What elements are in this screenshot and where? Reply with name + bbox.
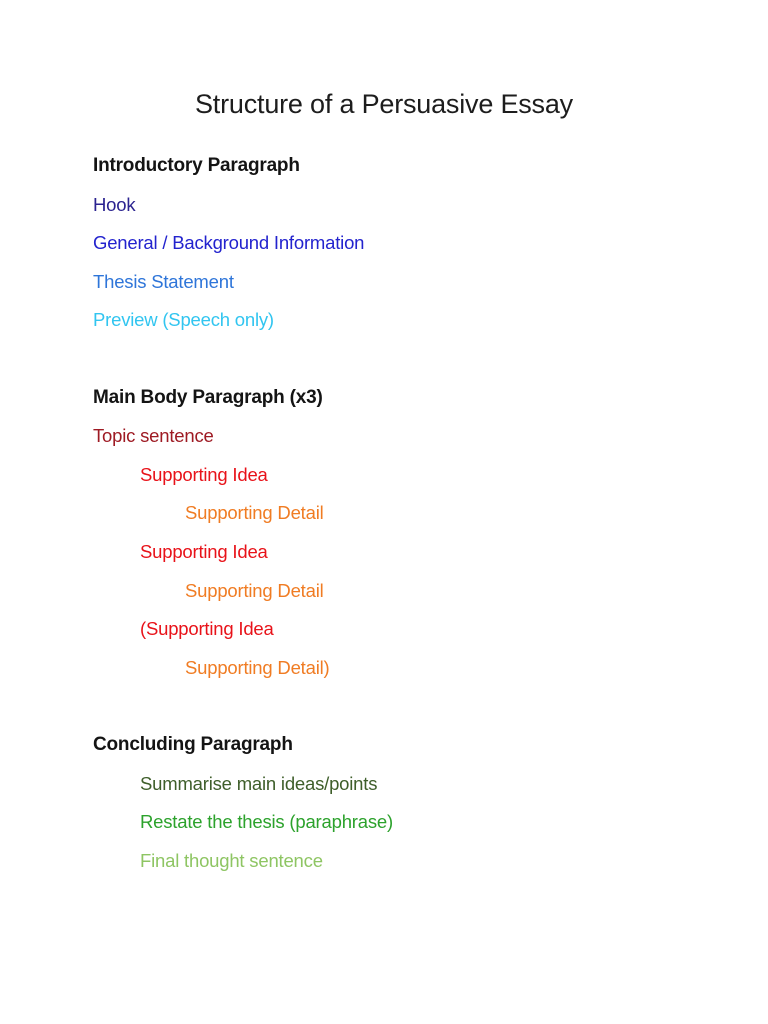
outline-item: Hook	[93, 193, 136, 215]
outline-item: Thesis Statement	[93, 270, 234, 292]
outline-item: Supporting Idea	[140, 540, 268, 562]
essay-section: Concluding Paragraph Summarise main idea…	[93, 726, 768, 880]
section-items: Topic sentence Supporting Idea Supportin…	[93, 417, 768, 687]
section-heading: Main Body Paragraph (x3)	[93, 386, 323, 408]
essay-section: Main Body Paragraph (x3) Topic sentence …	[93, 379, 768, 688]
outline-item: Restate the thesis (paraphrase)	[140, 811, 393, 833]
outline-item: Preview (Speech only)	[93, 309, 274, 331]
section-heading: Introductory Paragraph	[93, 155, 300, 176]
outline-item: Supporting Detail	[185, 579, 324, 601]
outline-item: Summarise main ideas/points	[140, 772, 378, 794]
outline-item: Topic sentence	[93, 425, 214, 447]
outline-item: Supporting Detail)	[185, 656, 330, 678]
essay-section: Introductory Paragraph Hook General / Ba…	[93, 147, 768, 340]
outline-item: Supporting Detail	[185, 502, 324, 524]
section-heading: Concluding Paragraph	[93, 733, 293, 755]
section-items: Summarise main ideas/points Restate the …	[93, 765, 768, 881]
sections-container: Introductory Paragraph Hook General / Ba…	[0, 147, 768, 880]
outline-item: Supporting Idea	[140, 463, 268, 485]
outline-item: (Supporting Idea	[140, 618, 274, 640]
outline-item: General / Background Information	[93, 232, 365, 254]
outline-item: Final thought sentence	[140, 849, 323, 871]
page-title: Structure of a Persuasive Essay	[195, 89, 573, 119]
section-items: Hook General / Background Information Th…	[93, 186, 768, 340]
